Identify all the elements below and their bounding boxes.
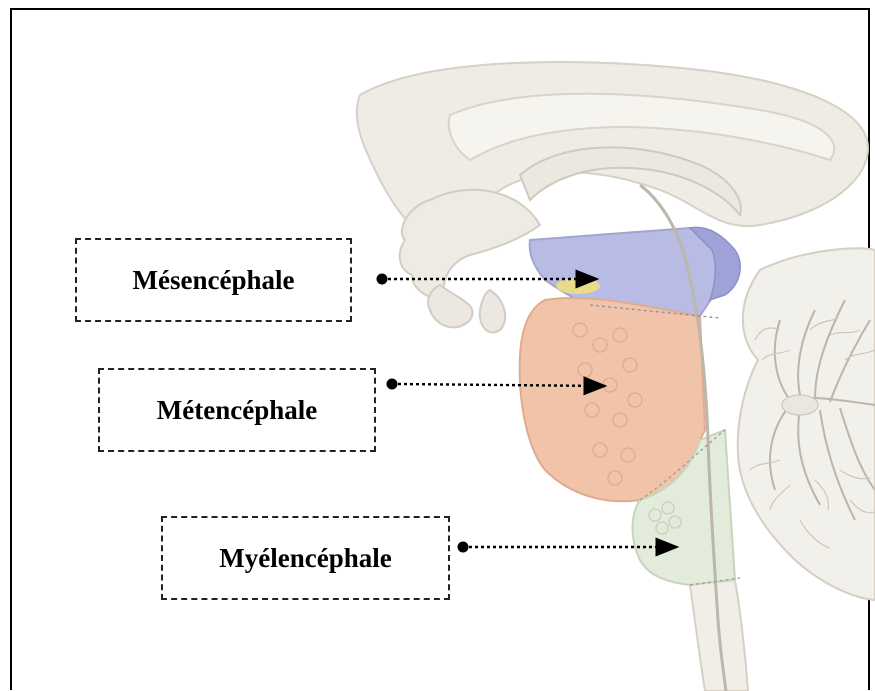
label-mesencephale: Mésencéphale (75, 238, 352, 322)
label-myelencephale: Myélencéphale (161, 516, 450, 600)
label-myelencephale-text: Myélencéphale (219, 543, 391, 574)
label-metencephale-text: Métencéphale (157, 395, 317, 426)
cerebellum (738, 248, 875, 600)
red-nucleus (556, 278, 600, 294)
diencephalon (400, 190, 540, 300)
label-mesencephale-text: Mésencéphale (133, 265, 295, 296)
pituitary (480, 290, 505, 332)
optic-chiasm (428, 285, 473, 327)
label-metencephale: Métencéphale (98, 368, 376, 452)
